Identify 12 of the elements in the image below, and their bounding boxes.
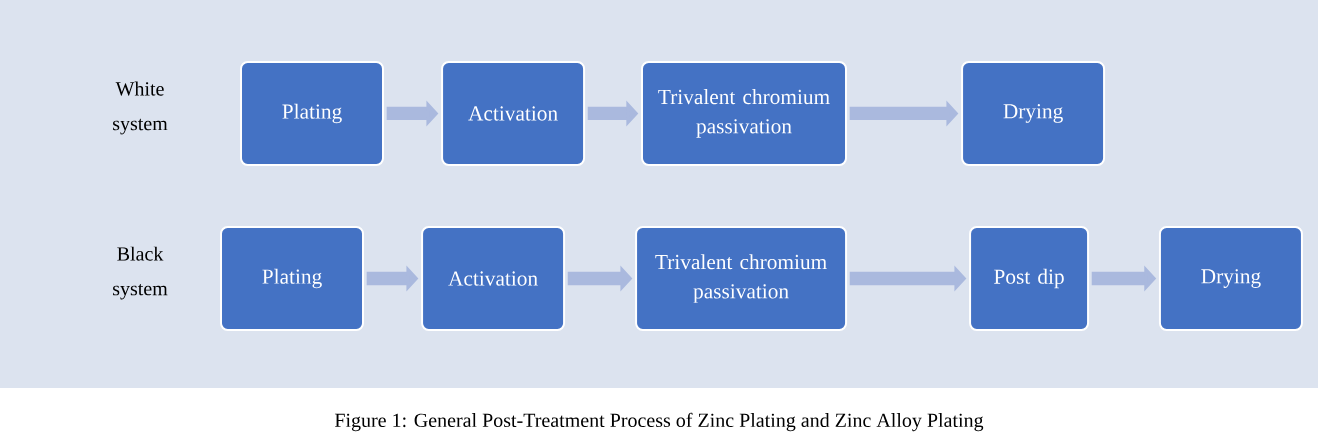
process-box: Activation [421, 226, 566, 331]
process-box: Plating [220, 226, 364, 331]
process-box: Plating [240, 61, 384, 166]
caption: Figure 1: General Post-Treatment Process of Zinc Plating and Zinc Alloy Plating [334, 412, 984, 432]
row-label: Black system [113, 246, 168, 300]
process-box: Trivalent chromium passivation [641, 61, 847, 166]
process-box: Drying [1158, 226, 1303, 331]
row-label: White system [113, 81, 168, 135]
process-box: Activation [441, 61, 586, 166]
process-box: Post dip [969, 226, 1090, 331]
process-box: Trivalent chromium passivation [635, 226, 848, 331]
process-box: Drying [961, 61, 1106, 166]
